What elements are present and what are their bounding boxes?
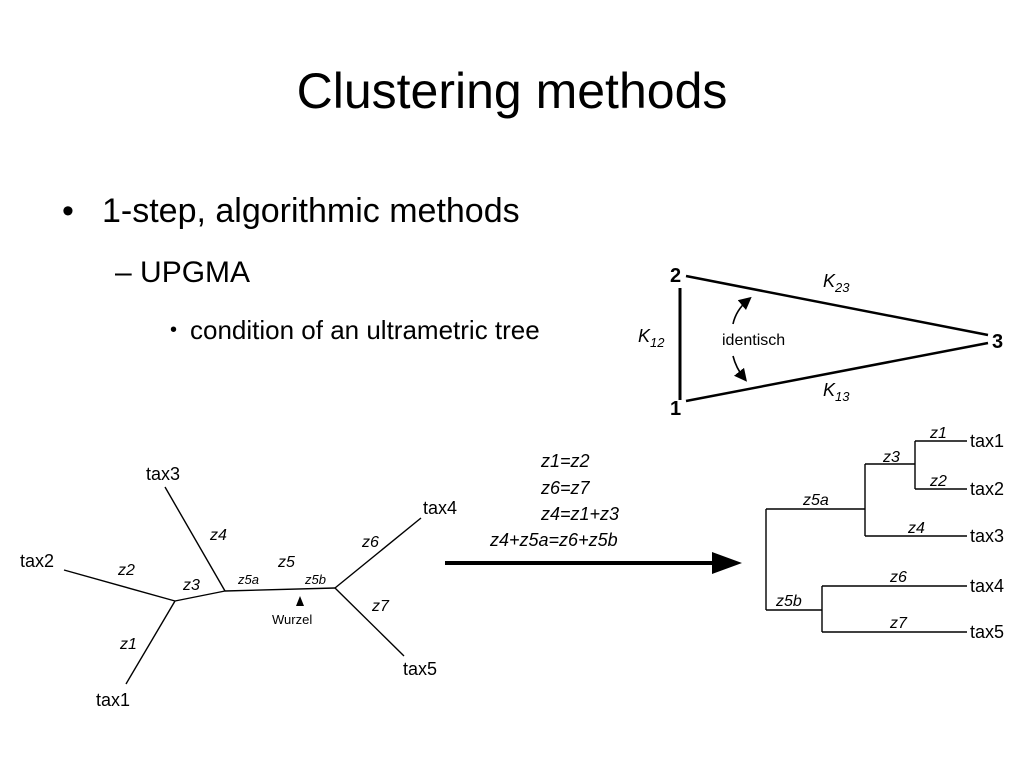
utree-z3: z3 — [182, 577, 200, 594]
bullet-dash-icon: – — [115, 256, 132, 289]
arrow-up-icon — [732, 296, 752, 325]
bullet-dot-icon: • — [170, 319, 178, 341]
rtree-z5a: z5a — [802, 492, 829, 509]
rtree-z2: z2 — [929, 473, 947, 490]
root-label: Wurzel — [272, 612, 312, 627]
equation-2: z6=z7 — [540, 478, 591, 498]
utree-z5a: z5a — [237, 572, 259, 587]
utree-tax3: tax3 — [146, 464, 180, 484]
k23-label: K23 — [823, 271, 850, 295]
rtree-tax2: tax2 — [970, 479, 1004, 499]
node-2-label: 2 — [670, 265, 681, 287]
utree-tax4: tax4 — [423, 498, 457, 518]
unrooted-tree: tax3 tax2 tax1 tax4 tax5 z2 z1 z3 z4 z5 … — [20, 464, 457, 710]
equation-4: z4+z5a=z6+z5b — [489, 530, 618, 550]
utree-z4: z4 — [209, 527, 227, 544]
rtree-z1: z1 — [929, 425, 947, 442]
rtree-z6: z6 — [889, 569, 907, 586]
rtree-z7: z7 — [889, 615, 908, 632]
k13-label: K13 — [823, 380, 850, 404]
bullet-level1-text: 1-step, algorithmic methods — [102, 192, 520, 230]
bullet-level2: – UPGMA — [115, 256, 250, 290]
bullet-level2-text: UPGMA — [140, 256, 251, 289]
equation-1: z1=z2 — [540, 451, 590, 471]
utree-z1: z1 — [119, 636, 137, 653]
transform-arrow-icon — [712, 552, 742, 574]
rtree-z5b: z5b — [775, 593, 802, 610]
rtree-tax4: tax4 — [970, 576, 1004, 596]
equations: z1=z2 z6=z7 z4=z1+z3 z4+z5a=z6+z5b — [489, 451, 619, 550]
rtree-z3: z3 — [882, 449, 900, 466]
edge-2-3 — [685, 274, 989, 337]
utree-z2: z2 — [117, 562, 135, 579]
bullet-dot-icon: • — [62, 192, 74, 230]
rtree-tax5: tax5 — [970, 622, 1004, 642]
utree-z6: z6 — [361, 534, 379, 551]
node-1-label: 1 — [670, 398, 681, 420]
utree-tax5: tax5 — [403, 659, 437, 679]
rtree-tax3: tax3 — [970, 526, 1004, 546]
rooted-tree — [765, 440, 967, 633]
utree-z5: z5 — [277, 554, 295, 571]
rtree-z4: z4 — [907, 520, 925, 537]
identisch-label: identisch — [722, 332, 785, 349]
utree-z5b: z5b — [304, 572, 326, 587]
rtree-tax1: tax1 — [970, 431, 1004, 451]
bullet-level3-text: condition of an ultrametric tree — [190, 315, 540, 345]
root-marker-icon — [296, 596, 304, 606]
utree-tax1: tax1 — [96, 690, 130, 710]
edge-1-3 — [685, 341, 989, 403]
utree-z7: z7 — [371, 598, 390, 615]
slide-title: Clustering methods — [296, 63, 728, 119]
arrow-down-icon — [732, 355, 747, 382]
rooted-tree-labels: tax1 tax2 tax3 tax4 tax5 z1 z2 z3 z4 z6 … — [775, 425, 1004, 642]
node-3-label: 3 — [992, 331, 1003, 353]
triangle-diagram: 2 1 3 K12 K23 K13 identisch — [638, 265, 1003, 420]
equation-3: z4=z1+z3 — [540, 504, 619, 524]
k12-label: K12 — [638, 326, 665, 350]
utree-tax2: tax2 — [20, 551, 54, 571]
